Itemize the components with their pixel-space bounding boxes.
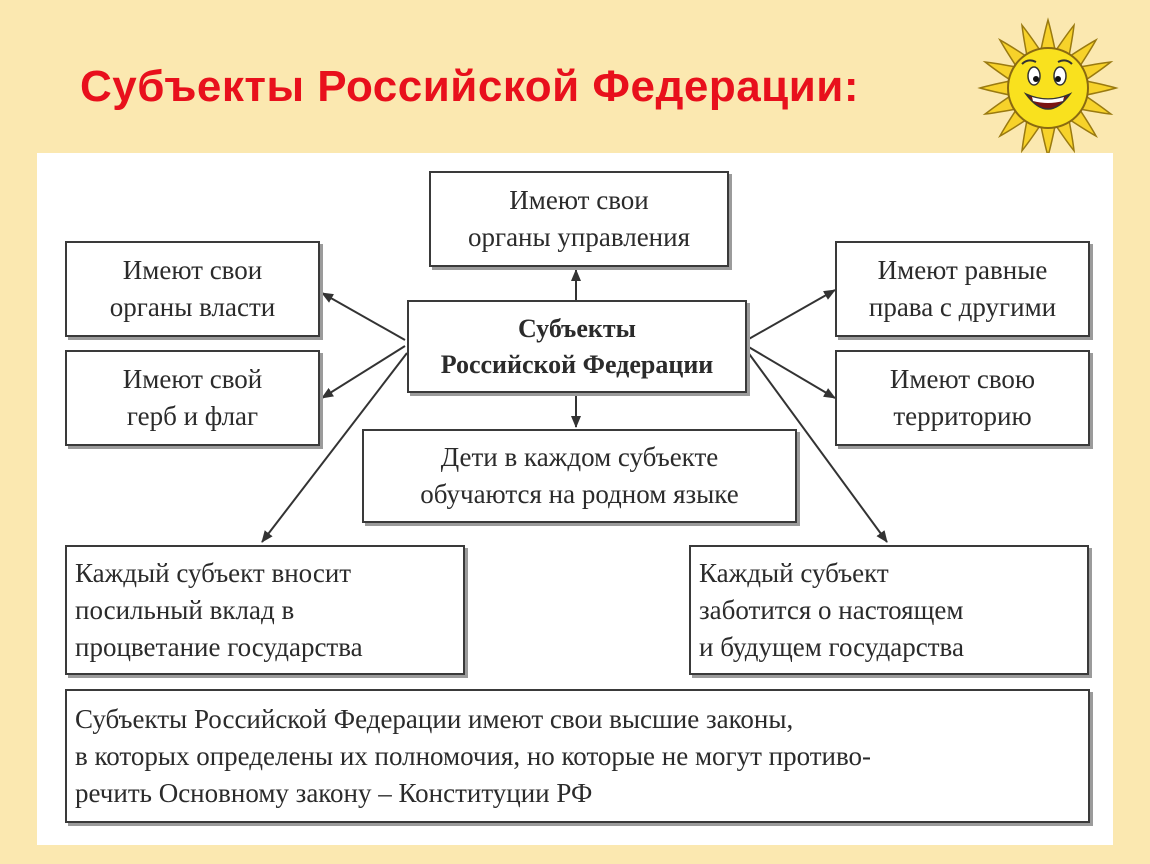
arrow-to-left-upper [321, 292, 406, 341]
node-top: Имеют свои органы управления [429, 171, 729, 267]
arrow-to-left-lower [321, 345, 406, 399]
node-left-lower: Имеют свой герб и флаг [65, 350, 320, 446]
sun-petal [1020, 22, 1041, 56]
node-footer: Субъекты Российской Федерации имеют свои… [65, 689, 1090, 823]
node-bottom-left: Каждый субъект вносит посильный вклад в … [65, 545, 465, 675]
sun-petal [1069, 37, 1099, 67]
node-right-lower: Имеют свою территорию [835, 350, 1090, 446]
sun-petal [1055, 22, 1076, 56]
sun-petal [1080, 95, 1114, 116]
sun-petal [1080, 60, 1114, 81]
arrow-to-bottom-left [261, 352, 408, 543]
diagram-panel: Субъекты Российской Федерации Имеют свои… [37, 153, 1113, 845]
sun-petal [1069, 109, 1099, 139]
node-middle-below: Дети в каждом субъекте обучаются на родн… [362, 429, 797, 523]
sun-petal [1020, 120, 1041, 154]
node-right-upper: Имеют равные права с другими [835, 241, 1090, 337]
smiling-sun-icon [977, 17, 1119, 159]
sun-petal [1055, 120, 1076, 154]
sun-petal [997, 37, 1027, 67]
sun-petal [982, 95, 1016, 116]
node-left-upper: Имеют свои органы власти [65, 241, 320, 337]
sun-petal [997, 109, 1027, 139]
arrow-to-bottom-right [746, 350, 888, 543]
sun-petal [1040, 17, 1056, 50]
slide-title: Субъекты Российской Федерации: [80, 62, 859, 111]
sun-petal [1086, 80, 1119, 96]
node-bottom-right: Каждый субъект заботится о настоящем и б… [689, 545, 1089, 675]
sun-petal [982, 60, 1016, 81]
arrow-to-right-lower [746, 345, 836, 399]
sun-petal [1040, 126, 1056, 159]
diagram-connectors [261, 269, 888, 543]
node-center: Субъекты Российской Федерации [407, 300, 747, 393]
sun-petal [977, 80, 1010, 96]
arrow-to-right-upper [746, 289, 836, 341]
